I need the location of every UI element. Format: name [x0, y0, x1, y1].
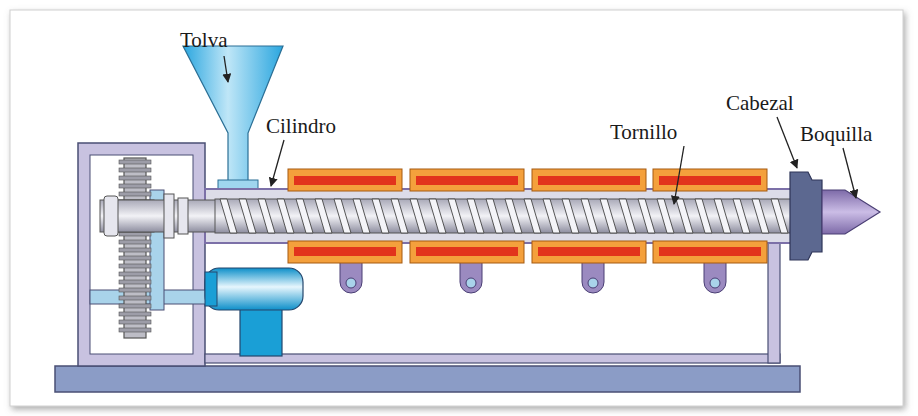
- frame-leg: [768, 243, 780, 363]
- head: [790, 172, 822, 260]
- barrel: [205, 189, 795, 243]
- nozzle: [822, 190, 880, 234]
- part-label: Cilindro: [266, 116, 336, 137]
- screw-core: [215, 199, 795, 233]
- gear: [116, 158, 154, 338]
- motor: [205, 268, 303, 310]
- panel: [10, 10, 903, 406]
- base: [55, 366, 800, 392]
- screw-flights: [220, 199, 788, 233]
- part-label: Boquilla: [800, 124, 872, 145]
- leader-arrows: [224, 56, 856, 204]
- frame-rail: [205, 354, 780, 363]
- part-label: Cabezal: [726, 93, 794, 114]
- bearing: [164, 194, 174, 238]
- motor-stand: [240, 306, 282, 356]
- coupling: [104, 196, 118, 236]
- motor-end: [205, 272, 217, 306]
- frame: [78, 143, 205, 366]
- bearing: [178, 198, 188, 234]
- part-label: Tornillo: [610, 122, 677, 143]
- part-label: Tolva: [180, 30, 228, 51]
- frame-opening: [90, 155, 193, 354]
